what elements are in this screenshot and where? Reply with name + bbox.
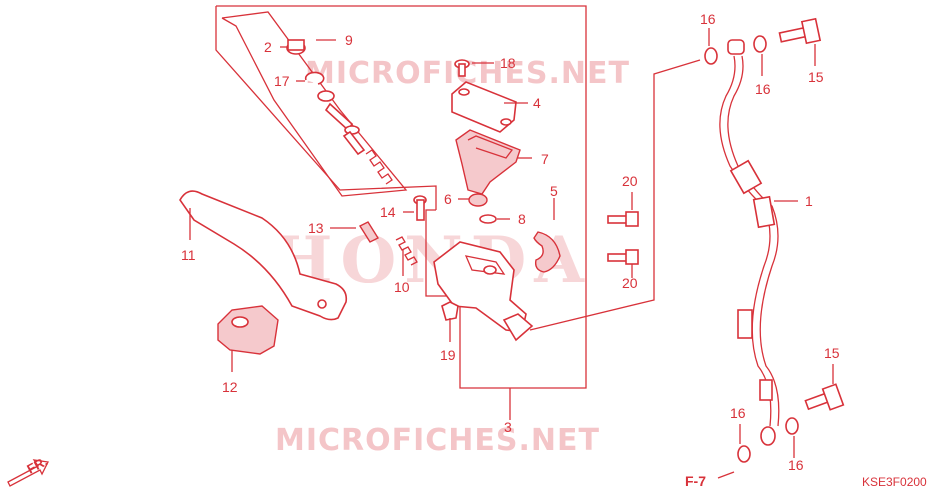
part-16-washer-2 bbox=[753, 35, 767, 76]
part-7-diaphragm bbox=[455, 129, 532, 195]
part-16-washer-3 bbox=[737, 424, 751, 463]
callout-7: 7 bbox=[541, 151, 549, 167]
part-13-adjuster bbox=[330, 221, 380, 243]
callout-14: 14 bbox=[380, 204, 396, 220]
part-2-cap bbox=[280, 39, 306, 55]
callout-1: 1 bbox=[805, 193, 813, 209]
part-5-holder bbox=[533, 198, 561, 273]
callout-9: 9 bbox=[345, 32, 353, 48]
part-10-spring bbox=[395, 236, 418, 276]
callout-4: 4 bbox=[533, 95, 541, 111]
callout-11: 11 bbox=[181, 247, 196, 263]
part-17-circlip bbox=[296, 71, 335, 102]
front-direction-label: FR. bbox=[24, 454, 50, 477]
diagram-code: KSE3F0200 bbox=[862, 475, 927, 489]
callout-12: 12 bbox=[222, 379, 238, 395]
callout-10: 10 bbox=[394, 279, 410, 295]
callout-16-c: 16 bbox=[730, 405, 746, 421]
callout-15-upper: 15 bbox=[808, 69, 824, 85]
callout-8: 8 bbox=[518, 211, 526, 227]
part-20-bolt-lower bbox=[607, 249, 639, 278]
part-12-bracket bbox=[217, 305, 279, 372]
callout-18: 18 bbox=[500, 55, 516, 71]
part-14-pivot-bolt bbox=[403, 195, 427, 221]
callout-6: 6 bbox=[444, 191, 452, 207]
part-16-washer-1 bbox=[704, 28, 718, 65]
part-19-screw bbox=[441, 301, 459, 342]
piston-kit-bracket bbox=[215, 6, 437, 210]
part-15-bolt-upper bbox=[778, 17, 822, 66]
part-8-washer bbox=[479, 214, 510, 224]
front-direction-arrow bbox=[7, 459, 49, 487]
callout-16-a: 16 bbox=[700, 11, 716, 27]
callout-16-b: 16 bbox=[755, 81, 771, 97]
callout-16-d: 16 bbox=[788, 457, 804, 473]
part-9-piston-assembly bbox=[316, 39, 393, 185]
callout-5: 5 bbox=[550, 183, 558, 199]
part-16-washer-4 bbox=[785, 417, 799, 458]
part-4-reservoir-cap bbox=[451, 81, 528, 133]
watermark-bottom: MICROFICHES.NET bbox=[275, 423, 600, 458]
callout-20-upper: 20 bbox=[622, 173, 638, 189]
callout-13: 13 bbox=[308, 220, 324, 236]
part-15-bolt-lower bbox=[804, 364, 845, 411]
part-20-bolt-upper bbox=[607, 192, 639, 227]
part-18-screw bbox=[454, 59, 494, 77]
master-cylinder-bracket bbox=[216, 5, 587, 420]
callout-2: 2 bbox=[264, 39, 272, 55]
part-1-brake-hose bbox=[719, 39, 798, 446]
reference-label: F-7 bbox=[685, 473, 706, 489]
part-11-lever bbox=[179, 190, 348, 321]
part-6-boot bbox=[458, 193, 488, 207]
callout-3: 3 bbox=[504, 419, 512, 435]
callout-20-lower: 20 bbox=[622, 275, 638, 291]
callout-19: 19 bbox=[440, 347, 456, 363]
callout-15-lower: 15 bbox=[824, 345, 840, 361]
callout-17: 17 bbox=[274, 73, 290, 89]
